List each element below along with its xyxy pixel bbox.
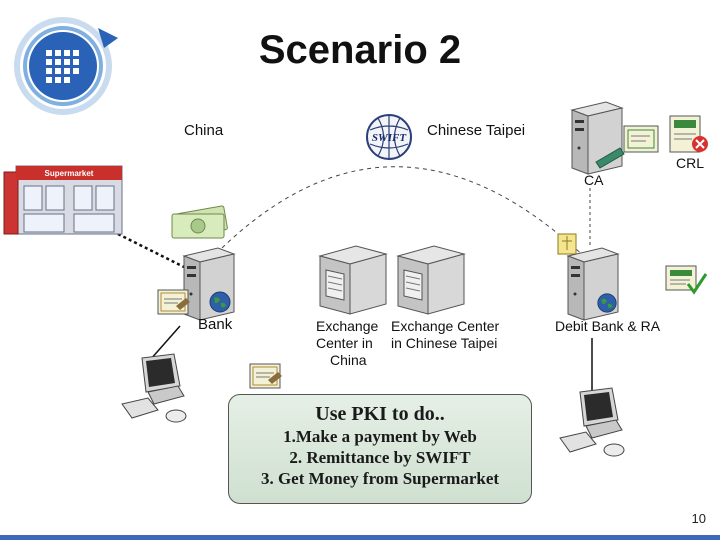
label-ca: CA: [584, 172, 604, 188]
client-certificate-icon: [249, 363, 282, 389]
ca-certificate-icon: [595, 125, 659, 169]
slide-bottom-bar: [0, 535, 720, 540]
swift-logo-icon: SWIFT: [366, 114, 412, 160]
exchange-taipei-server-icon: [396, 245, 466, 315]
callout-item-1: 1.Make a payment by Web: [283, 427, 477, 446]
label-exchange-china-line1: Exchange: [316, 318, 379, 334]
label-china: China: [184, 122, 224, 139]
label-exchange-taipei-line1: Exchange Center: [391, 318, 500, 334]
callout-item-2: 2. Remittance by SWIFT: [289, 448, 471, 467]
slide-title: Scenario 2: [258, 28, 462, 72]
label-bank: Bank: [198, 316, 233, 333]
label-exchange-taipei-line2: in Chinese Taipei: [391, 335, 498, 351]
swift-logo-text: SWIFT: [372, 132, 408, 144]
exchange-china-server-icon: [318, 245, 388, 315]
label-chinese-taipei: Chinese Taipei: [427, 122, 526, 139]
bank-client-line: [149, 325, 181, 361]
label-debit-bank: Debit Bank & RA: [555, 318, 661, 334]
client-pc-icon: [121, 353, 187, 423]
money-icon: [171, 205, 228, 239]
label-exchange-china-line3: China: [330, 352, 367, 368]
callout-item-3: 3. Get Money from Supermarket: [260, 469, 500, 488]
debit-client-pc-icon: [559, 387, 625, 457]
org-logo-icon: [14, 17, 118, 115]
bank-certificate-icon: [157, 289, 190, 315]
globe-icon: [597, 293, 617, 313]
label-exchange-china-line2: Center in: [316, 335, 373, 351]
label-exchange-taipei: Exchange Center in Chinese Taipei: [391, 318, 499, 352]
supermarket-link-line: [117, 232, 187, 270]
crl-document-icon: [669, 115, 708, 153]
token-icon: [557, 233, 577, 255]
label-exchange-china: Exchange Center in China: [316, 318, 396, 369]
pki-callout: Use PKI to do.. 1.Make a payment by Web …: [228, 394, 532, 504]
page-number: 10: [691, 511, 706, 526]
swift-arc-line: [204, 166, 591, 266]
globe-icon: [209, 291, 231, 313]
label-crl: CRL: [676, 155, 705, 171]
callout-heading: Use PKI to do..: [315, 403, 445, 425]
supermarket-icon: Supermarket: [3, 165, 123, 235]
svg-text:Supermarket: Supermarket: [45, 169, 94, 178]
verified-certificate-icon: [665, 265, 708, 295]
